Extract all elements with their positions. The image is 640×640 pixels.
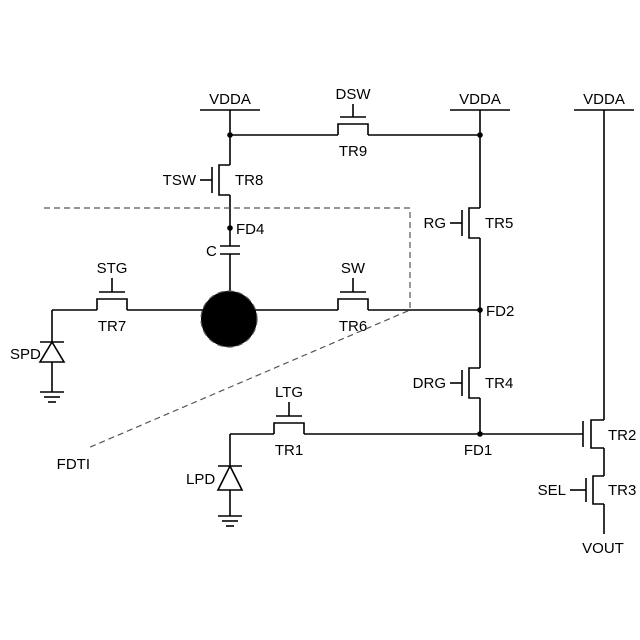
sw-label: SW bbox=[341, 260, 366, 277]
vdda-label-middle: VDDA bbox=[459, 91, 501, 108]
fdti-label: FDTI bbox=[57, 456, 90, 473]
dsw-label: DSW bbox=[336, 86, 372, 103]
tr9-label: TR9 bbox=[339, 143, 367, 160]
fd2-label: FD2 bbox=[486, 303, 514, 320]
vdda-rail-right: VDDA bbox=[574, 91, 634, 420]
ground-icon-spd bbox=[40, 392, 64, 402]
transistor-tr1: LTG TR1 bbox=[230, 384, 583, 459]
stg-label: STG bbox=[97, 260, 128, 277]
transistor-tr6: SW TR6 bbox=[338, 260, 480, 335]
fd4-label: FD4 bbox=[236, 221, 264, 238]
vdda-label-right: VDDA bbox=[583, 91, 625, 108]
transistor-tr8: TSW TR8 bbox=[163, 135, 264, 228]
transistor-tr5: RG TR5 bbox=[424, 135, 514, 310]
tr2-label: TR2 bbox=[608, 427, 636, 444]
photodiode-spd: SPD bbox=[10, 310, 64, 392]
vdda-label-left: VDDA bbox=[209, 91, 251, 108]
vdda-rail-middle: VDDA bbox=[450, 91, 510, 135]
ltg-label: LTG bbox=[275, 384, 303, 401]
fd3-label: FD3 bbox=[215, 318, 243, 335]
spd-label: SPD bbox=[10, 346, 41, 363]
fd1-label: FD1 bbox=[464, 442, 492, 459]
tr6-label: TR6 bbox=[339, 318, 367, 335]
photodiode-lpd: LPD bbox=[186, 434, 242, 516]
c-label: C bbox=[206, 243, 217, 260]
sel-label: SEL bbox=[538, 482, 566, 499]
rg-label: RG bbox=[424, 215, 447, 232]
vout-label: VOUT bbox=[582, 540, 624, 557]
tsw-label: TSW bbox=[163, 172, 197, 189]
lpd-label: LPD bbox=[186, 471, 215, 488]
tr5-label: TR5 bbox=[485, 215, 513, 232]
ground-icon-lpd bbox=[218, 516, 242, 526]
transistor-tr4: DRG TR4 bbox=[413, 310, 514, 434]
tr4-label: TR4 bbox=[485, 375, 513, 392]
transistor-tr2: TR2 bbox=[583, 420, 636, 476]
tr3-label: TR3 bbox=[608, 482, 636, 499]
tr8-label: TR8 bbox=[235, 172, 263, 189]
tr7-label: TR7 bbox=[98, 318, 126, 335]
transistor-tr7: STG TR7 bbox=[52, 260, 338, 335]
transistor-tr3: SEL TR3 bbox=[538, 476, 637, 534]
drg-label: DRG bbox=[413, 375, 446, 392]
vdda-rail-left: VDDA bbox=[200, 91, 260, 135]
tr1-label: TR1 bbox=[275, 442, 303, 459]
transistor-tr9: DSW TR9 bbox=[230, 86, 480, 160]
